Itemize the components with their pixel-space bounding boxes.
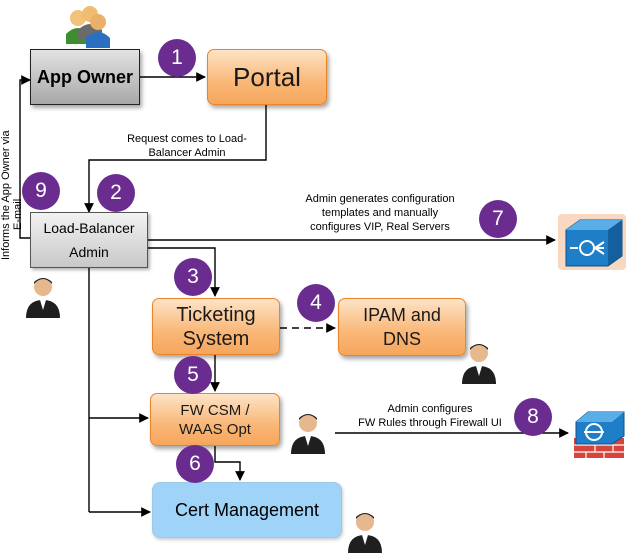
ipam-dns-box[interactable]: IPAM and DNS [338, 298, 466, 356]
admin-configures-fw-note: Admin configures FW Rules through Firewa… [340, 402, 520, 430]
step-badge-6: 6 [176, 445, 214, 483]
load-balancer-device-icon [558, 214, 626, 270]
step-badge-1: 1 [158, 39, 196, 77]
arrow-lbadmin-ticketing [148, 247, 220, 297]
users-group-icon [66, 6, 110, 48]
step-badge-9: 9 [22, 172, 60, 210]
step-badge-3: 3 [174, 258, 212, 296]
person-icon [348, 513, 382, 553]
load-balancer-admin-box[interactable]: Load-Balancer Admin [30, 212, 148, 268]
informs-note-line-1: Informs the App Owner via [0, 130, 12, 260]
ticketing-label-2: System [182, 327, 250, 350]
informs-note: Informs the App Owner via E-mail [0, 40, 24, 260]
fw-label-1: FW CSM / [180, 401, 250, 419]
person-icon [291, 414, 325, 454]
admin-generates-note: Admin generates configuration templates … [290, 192, 470, 234]
cert-management-box[interactable]: Cert Management [152, 482, 342, 538]
ticketing-system-box[interactable]: Ticketing System [152, 298, 280, 355]
ipam-label-1: IPAM and [363, 305, 441, 325]
fw-label-2: WAAS Opt [179, 420, 251, 438]
step-badge-7: 7 [479, 200, 517, 238]
lb-admin-label-1: Load-Balancer [43, 220, 135, 236]
step-badge-2: 2 [97, 174, 135, 212]
step-badge-4: 4 [297, 284, 335, 322]
ipam-label-2: DNS [382, 329, 421, 349]
fw-csm-box[interactable]: FW CSM / WAAS Opt [150, 393, 280, 446]
step-badge-5: 5 [174, 356, 212, 394]
request-note-line-1: Request comes to Load- [127, 133, 247, 145]
admin-fw-line-2: FW Rules through Firewall UI [358, 417, 502, 429]
request-note: Request comes to Load- Balancer Admin [112, 132, 262, 160]
arrow-portal-lbadmin [84, 105, 267, 213]
person-icon [26, 278, 60, 318]
lb-admin-label-2: Admin [69, 244, 109, 260]
firewall-device-icon [574, 411, 625, 458]
arrow-lbadmin-appowner [19, 75, 31, 239]
person-icon [462, 344, 496, 384]
app-owner-box[interactable]: App Owner [30, 49, 140, 105]
arrow-fw-cert [214, 446, 245, 481]
admin-gen-line-2: templates and manually [321, 207, 439, 219]
admin-gen-line-3: configures VIP, Real Servers [310, 221, 450, 233]
step-badge-8: 8 [514, 398, 552, 436]
portal-box[interactable]: Portal [207, 49, 327, 105]
admin-fw-line-1: Admin configures [387, 403, 473, 415]
admin-gen-line-1: Admin generates configuration [305, 193, 455, 205]
informs-note-line-2: E-mail [12, 198, 24, 230]
request-note-line-2: Balancer Admin [148, 147, 226, 159]
ticketing-label-1: Ticketing [176, 303, 256, 326]
